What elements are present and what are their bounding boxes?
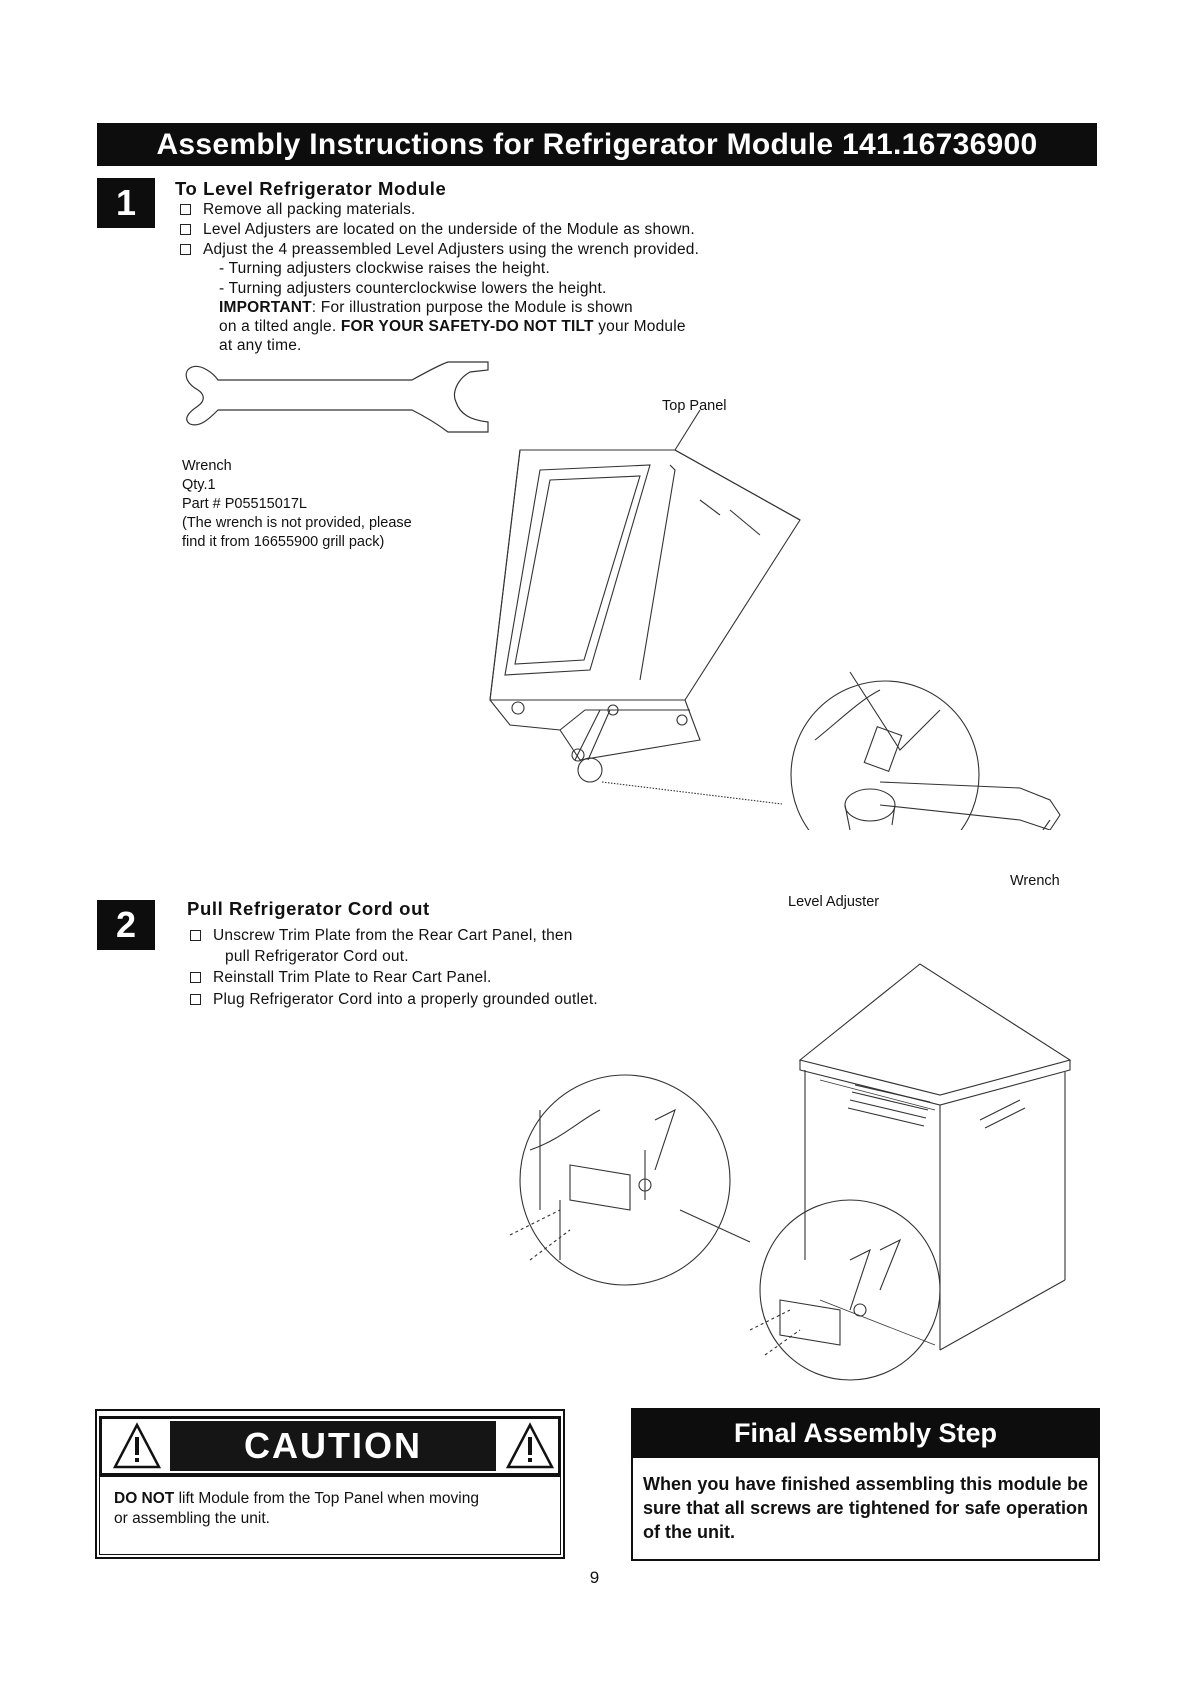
top-panel-label: Top Panel	[662, 398, 727, 414]
tilted-module-illustration	[489, 410, 1061, 830]
wrench-name: Wrench	[182, 458, 232, 474]
caution-text: DO NOT lift Module from the Top Panel wh…	[99, 1476, 561, 1555]
final-step-text: When you have finished assembling this m…	[631, 1458, 1100, 1561]
step-2-item-1-cont: pull Refrigerator Cord out.	[225, 948, 409, 965]
step-1-badge: 1	[97, 178, 155, 228]
step-2-item-2: Reinstall Trim Plate to Rear Cart Panel.	[190, 968, 492, 988]
caution-title: CAUTION	[170, 1421, 496, 1471]
warning-triangle-icon-right	[505, 1422, 555, 1469]
wrench-illustration	[185, 361, 489, 433]
wrench-note-2: find it from 16655900 grill pack)	[182, 534, 385, 550]
level-adjuster-label: Level Adjuster	[788, 894, 880, 910]
important-line-2: on a tilted angle. FOR YOUR SAFETY-DO NO…	[219, 318, 686, 335]
step-1-item-2: Level Adjusters are located on the under…	[180, 220, 695, 240]
step-1-sub-2: - Turning adjusters counterclockwise low…	[219, 280, 607, 297]
page-number: 9	[589, 1568, 600, 1587]
final-step-title: Final Assembly Step	[631, 1408, 1100, 1458]
wrench-qty: Qty.1	[182, 477, 216, 493]
wrench-note-1: (The wrench is not provided, please	[182, 515, 412, 531]
checkbox-icon	[190, 930, 201, 941]
important-line-1: IMPORTANT: For illustration purpose the …	[219, 299, 633, 316]
caution-frame	[95, 1409, 565, 1559]
warning-triangle-icon-left	[112, 1422, 162, 1469]
checkbox-icon	[190, 972, 201, 983]
wrench-label: Wrench	[1010, 873, 1060, 889]
step-2-item-3: Plug Refrigerator Cord into a properly g…	[190, 990, 598, 1010]
checkbox-icon	[180, 224, 191, 235]
step-2-title: Pull Refrigerator Cord out	[187, 898, 430, 919]
step-1-sub-1: - Turning adjusters clockwise raises the…	[219, 260, 550, 277]
checkbox-icon	[180, 244, 191, 255]
wrench-part-number: Part # P05515017L	[182, 496, 307, 512]
important-line-3: at any time.	[219, 337, 302, 354]
step-2-item-1: Unscrew Trim Plate from the Rear Cart Pa…	[190, 926, 573, 946]
step-1-item-3: Adjust the 4 preassembled Level Adjuster…	[180, 240, 699, 260]
page-title: Assembly Instructions for Refrigerator M…	[97, 123, 1097, 166]
step-1-item-1: Remove all packing materials.	[180, 200, 416, 220]
checkbox-icon	[180, 204, 191, 215]
step-2-badge: 2	[97, 900, 155, 950]
checkbox-icon	[190, 994, 201, 1005]
step-1-title: To Level Refrigerator Module	[175, 178, 447, 199]
cart-rear-illustration	[509, 963, 1072, 1381]
